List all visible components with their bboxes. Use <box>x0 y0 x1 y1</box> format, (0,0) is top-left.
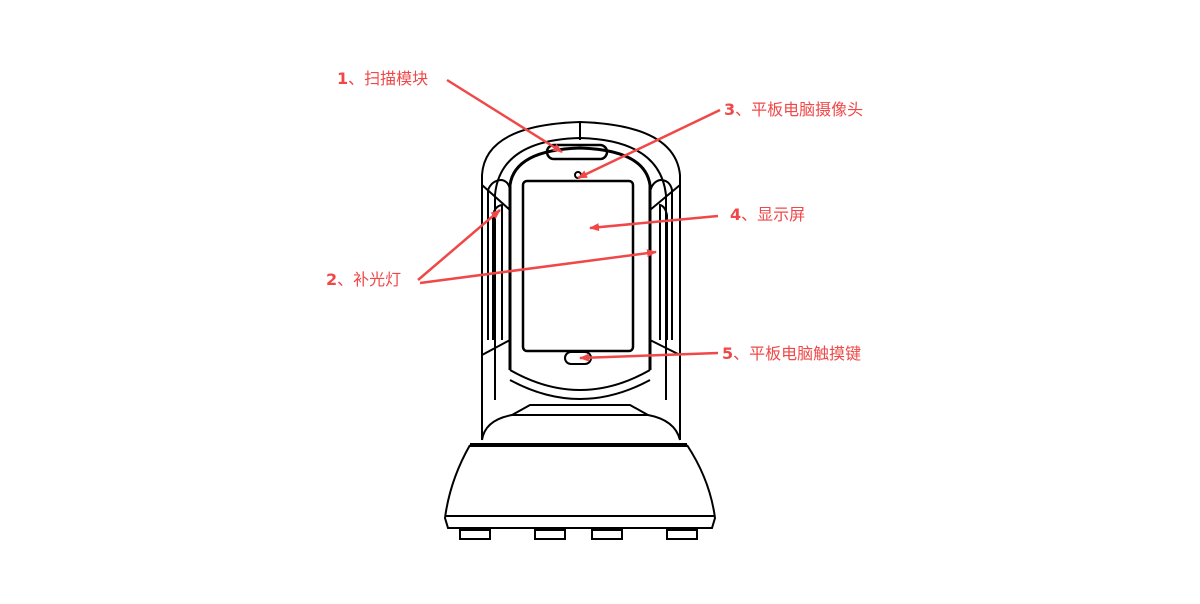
label-separator: 、 <box>735 100 752 119</box>
annotation-arrows <box>417 78 721 362</box>
base-shell <box>443 444 717 529</box>
label-text: 显示屏 <box>757 205 806 224</box>
right-light-inner <box>659 203 668 340</box>
cradle-curve <box>509 369 651 391</box>
label-scan-module: 1、扫描模块 <box>337 70 428 88</box>
arrow-fill-light-left <box>417 209 501 281</box>
foot-3 <box>591 529 623 540</box>
label-separator: 、 <box>741 205 758 224</box>
left-light-bar <box>487 178 511 340</box>
label-text: 扫描模块 <box>364 69 429 88</box>
label-display-screen: 4、显示屏 <box>730 206 805 224</box>
label-text: 平板电脑摄像头 <box>751 100 864 119</box>
right-light-bar <box>649 178 673 340</box>
label-number: 1 <box>337 69 349 88</box>
label-separator: 、 <box>348 69 365 88</box>
arrow-fill-light-right <box>419 249 657 285</box>
label-text: 平板电脑触摸键 <box>749 344 862 363</box>
tablet-frame <box>508 146 652 370</box>
foot-4 <box>666 529 698 540</box>
label-number: 4 <box>730 205 742 224</box>
label-tablet-touch-key: 5、平板电脑触摸键 <box>722 345 861 363</box>
foot-2 <box>534 529 566 540</box>
label-number: 5 <box>722 344 734 363</box>
label-fill-light: 2、补光灯 <box>326 271 401 289</box>
arrow-display-screen <box>589 214 719 232</box>
cradle-ledge <box>508 404 652 416</box>
scan-module-slot <box>545 143 609 161</box>
arrow-scan-module <box>446 78 563 154</box>
label-number: 3 <box>724 100 736 119</box>
label-separator: 、 <box>733 344 750 363</box>
arrow-tablet-camera <box>577 108 721 180</box>
label-text: 补光灯 <box>353 270 402 289</box>
arrow-touch-key <box>579 351 719 362</box>
label-number: 2 <box>326 270 338 289</box>
label-separator: 、 <box>337 270 354 289</box>
display-screen <box>521 179 635 353</box>
foot-1 <box>459 529 491 540</box>
inner-hood <box>494 136 667 400</box>
device-body <box>443 120 717 540</box>
label-tablet-camera: 3、平板电脑摄像头 <box>724 101 863 119</box>
